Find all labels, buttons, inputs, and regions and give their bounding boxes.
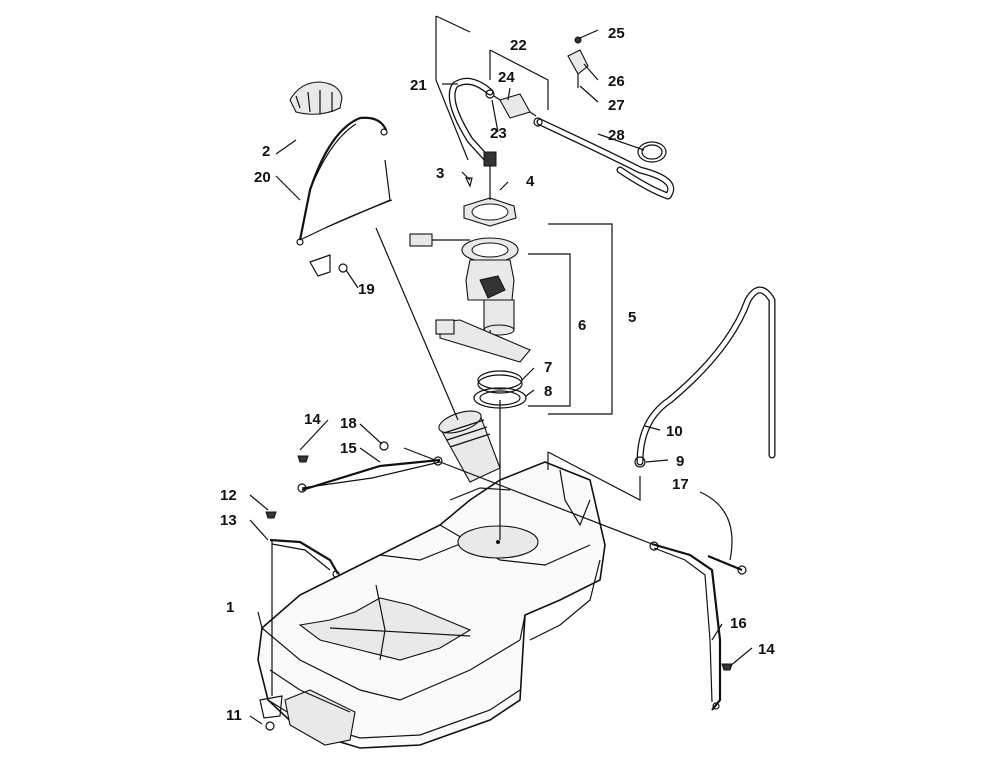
label-21: 21 [410,77,427,94]
vent-hose-10 [636,286,776,466]
fuel-hose-21 [448,77,494,164]
nut-19 [309,254,348,277]
leader-lines [249,15,753,725]
label-28: 28 [608,127,625,144]
hose-clamp-28 [637,141,667,163]
clip-9 [634,456,646,468]
label-26: 26 [608,73,625,90]
screw-3 [465,177,473,188]
bolt-17 [707,554,747,575]
label-7: 7 [544,359,552,376]
cap-tether [296,116,393,246]
label-19: 19 [358,281,375,298]
nut-18 [379,441,389,451]
label-5: 5 [628,309,636,326]
fuel-tank [257,461,606,749]
fuel-pump-assembly [409,233,531,363]
label-10: 10 [666,423,683,440]
label-20: 20 [254,169,271,186]
label-23: 23 [490,125,507,142]
label-11: 11 [226,707,242,724]
label-15: 15 [340,440,357,457]
fuel-cap [289,81,343,115]
label-2: 2 [262,143,270,160]
label-14b: 14 [758,641,775,658]
label-12: 12 [220,487,237,504]
label-8: 8 [544,383,552,400]
screw-14a [297,455,309,463]
screw-12 [265,511,277,519]
label-1: 1 [226,599,234,616]
label-13: 13 [220,512,237,529]
fuel-hose-22 [536,118,675,200]
fitting-25-27 [567,36,589,88]
label-4: 4 [526,173,535,190]
label-16: 16 [730,615,747,632]
label-6: 6 [578,317,586,334]
bracket-13 [269,538,340,578]
part-labels: 1 2 3 4 5 6 7 8 9 10 11 12 13 14 14 15 1… [220,25,775,724]
label-3: 3 [436,165,444,182]
label-25: 25 [608,25,625,42]
filler-neck [438,410,501,483]
bracket-16 [649,541,722,711]
label-17: 17 [672,476,689,493]
nut-11 [259,695,283,731]
fitting-top [483,151,497,176]
label-9: 9 [676,453,684,470]
label-22: 22 [510,37,527,54]
label-27: 27 [608,97,625,114]
fuel-filter [485,89,543,127]
bracket-15 [297,456,443,493]
gasket-4 [463,197,517,227]
label-14a: 14 [304,411,321,428]
label-24: 24 [498,69,515,86]
label-18: 18 [340,415,357,432]
screw-14b [721,663,733,671]
